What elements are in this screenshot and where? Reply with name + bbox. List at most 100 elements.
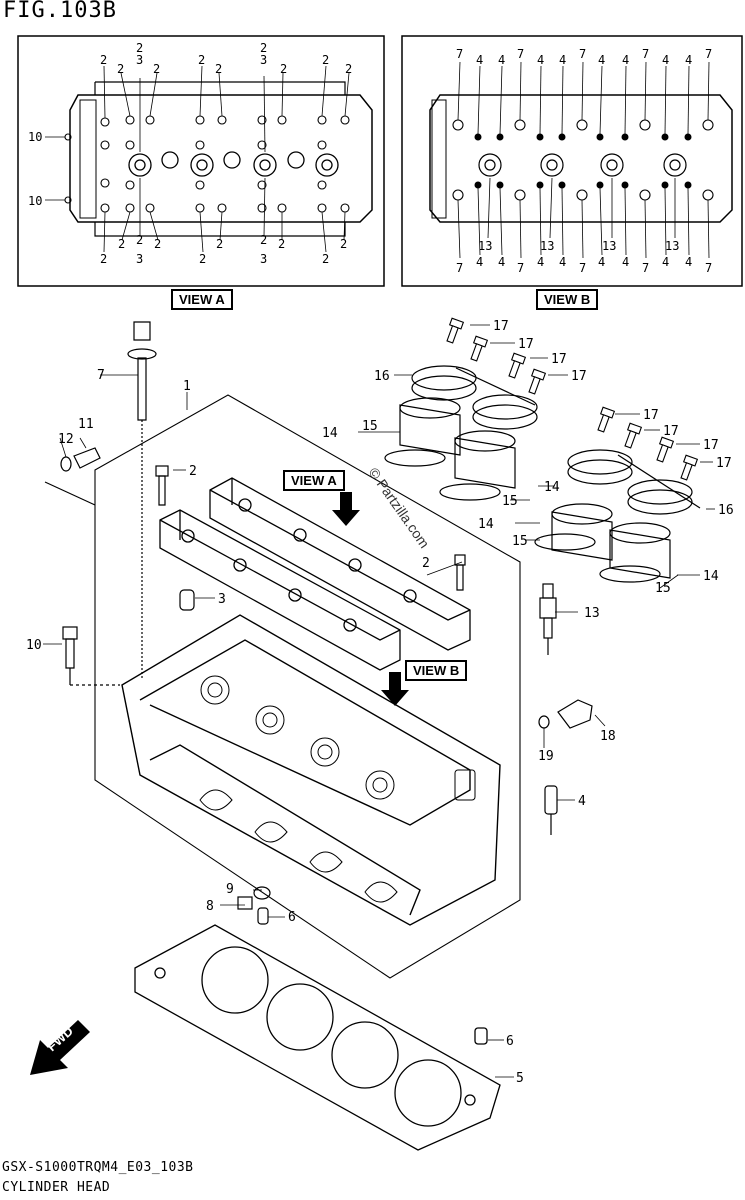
diagram-caption: CYLINDER HEAD [2, 1180, 111, 1195]
cam-cap-rear [209, 477, 471, 651]
callout-4: 4 [598, 255, 605, 269]
callout-17: 17 [643, 408, 659, 423]
callout-2: 2 [216, 237, 223, 251]
callout-12: 12 [58, 432, 74, 447]
callout-10: 10 [26, 638, 42, 653]
callout-4: 4 [662, 255, 669, 269]
fwd-arrow: FWD [30, 1020, 90, 1075]
view-arrows [332, 492, 409, 706]
callout-2: 2 [189, 464, 197, 479]
callout-14: 14 [703, 569, 719, 584]
sensor-18 [538, 699, 593, 729]
figure-title: FIG.103B [3, 0, 117, 23]
callout-7: 7 [456, 47, 463, 61]
callout-15: 15 [655, 581, 671, 596]
view-a-marker: VIEW A [283, 470, 345, 491]
callout-13: 13 [478, 239, 492, 253]
callout-7: 7 [642, 47, 649, 61]
callout-17: 17 [551, 352, 567, 367]
callout-2: 2 [117, 62, 124, 76]
callout-17: 17 [703, 438, 719, 453]
fitting-11-12 [60, 447, 101, 472]
pipe-4 [544, 785, 558, 835]
callout-3: 3 [136, 53, 143, 67]
callout-3: 3 [136, 252, 143, 266]
callout-13: 13 [602, 239, 616, 253]
callout-14: 14 [544, 480, 560, 495]
callout-4: 4 [685, 53, 692, 67]
dowel-3 [179, 589, 195, 611]
callout-4: 4 [476, 53, 483, 67]
callout-5: 5 [516, 1071, 524, 1086]
callout-4: 4 [537, 255, 544, 269]
callout-2: 2 [153, 62, 160, 76]
callout-10: 10 [28, 130, 42, 144]
callout-3: 3 [260, 53, 267, 67]
callout-15: 15 [362, 419, 378, 434]
callout-2: 2 [136, 41, 143, 55]
callout-2: 2 [199, 252, 206, 266]
callout-4: 4 [622, 255, 629, 269]
view-b-caption: VIEW B [536, 289, 599, 310]
callout-7: 7 [705, 261, 712, 275]
bolt-2-right [454, 554, 466, 591]
callout-6: 6 [506, 1034, 514, 1049]
callout-2: 2 [154, 237, 161, 251]
callout-2: 2 [422, 556, 430, 571]
callout-2: 2 [345, 62, 352, 76]
screws-17 [446, 317, 699, 481]
main-callouts: 7 1 2 11 12 3 10 2 13 18 19 4 9 8 6 6 5 … [26, 319, 734, 1086]
cam-cap-front [159, 509, 401, 671]
watermark: © Partzilla.com [366, 465, 433, 551]
bolt-8-washer-9 [237, 886, 271, 925]
callout-18: 18 [600, 729, 616, 744]
callout-9: 9 [226, 882, 234, 897]
callout-4: 4 [476, 255, 483, 269]
callout-4: 4 [559, 53, 566, 67]
callout-11: 11 [78, 417, 94, 432]
callout-3: 3 [260, 252, 267, 266]
leader-lines [43, 324, 715, 1078]
head-bolt-7 [127, 321, 157, 680]
callout-4: 4 [662, 53, 669, 67]
callout-7: 7 [642, 261, 649, 275]
callout-7: 7 [456, 261, 463, 275]
callout-17: 17 [493, 319, 509, 334]
cylinder-head-body [121, 614, 501, 926]
callout-14: 14 [478, 517, 494, 532]
callout-19: 19 [538, 749, 554, 764]
callout-4: 4 [498, 255, 505, 269]
view-a-caption: VIEW A [171, 289, 233, 310]
intake-pipes [384, 365, 701, 583]
callout-7: 7 [705, 47, 712, 61]
callout-16: 16 [718, 503, 734, 518]
callout-13: 13 [540, 239, 554, 253]
callout-4: 4 [622, 53, 629, 67]
callout-2: 2 [322, 252, 329, 266]
callout-7: 7 [579, 261, 586, 275]
callout-16: 16 [374, 369, 390, 384]
callout-2: 2 [260, 233, 267, 247]
callout-2: 2 [278, 237, 285, 251]
callout-15: 15 [502, 494, 518, 509]
callout-4: 4 [559, 255, 566, 269]
model-code: GSX-S1000TRQM4_E03_103B [2, 1160, 194, 1175]
bolt-10 [62, 626, 120, 686]
assembly-frame [44, 394, 521, 979]
callout-7: 7 [517, 261, 524, 275]
callout-2: 2 [260, 41, 267, 55]
callout-17: 17 [518, 337, 534, 352]
callout-14: 14 [322, 426, 338, 441]
callout-13: 13 [665, 239, 679, 253]
callout-2: 2 [136, 233, 143, 247]
callout-2: 2 [280, 62, 287, 76]
spark-plug-13 [539, 583, 557, 655]
callout-15: 15 [512, 534, 528, 549]
callout-1: 1 [183, 379, 191, 394]
head-gasket-5 [134, 924, 501, 1151]
callout-17: 17 [571, 369, 587, 384]
view-b-marker: VIEW B [405, 660, 468, 681]
callout-17: 17 [663, 424, 679, 439]
callout-7: 7 [97, 368, 105, 383]
